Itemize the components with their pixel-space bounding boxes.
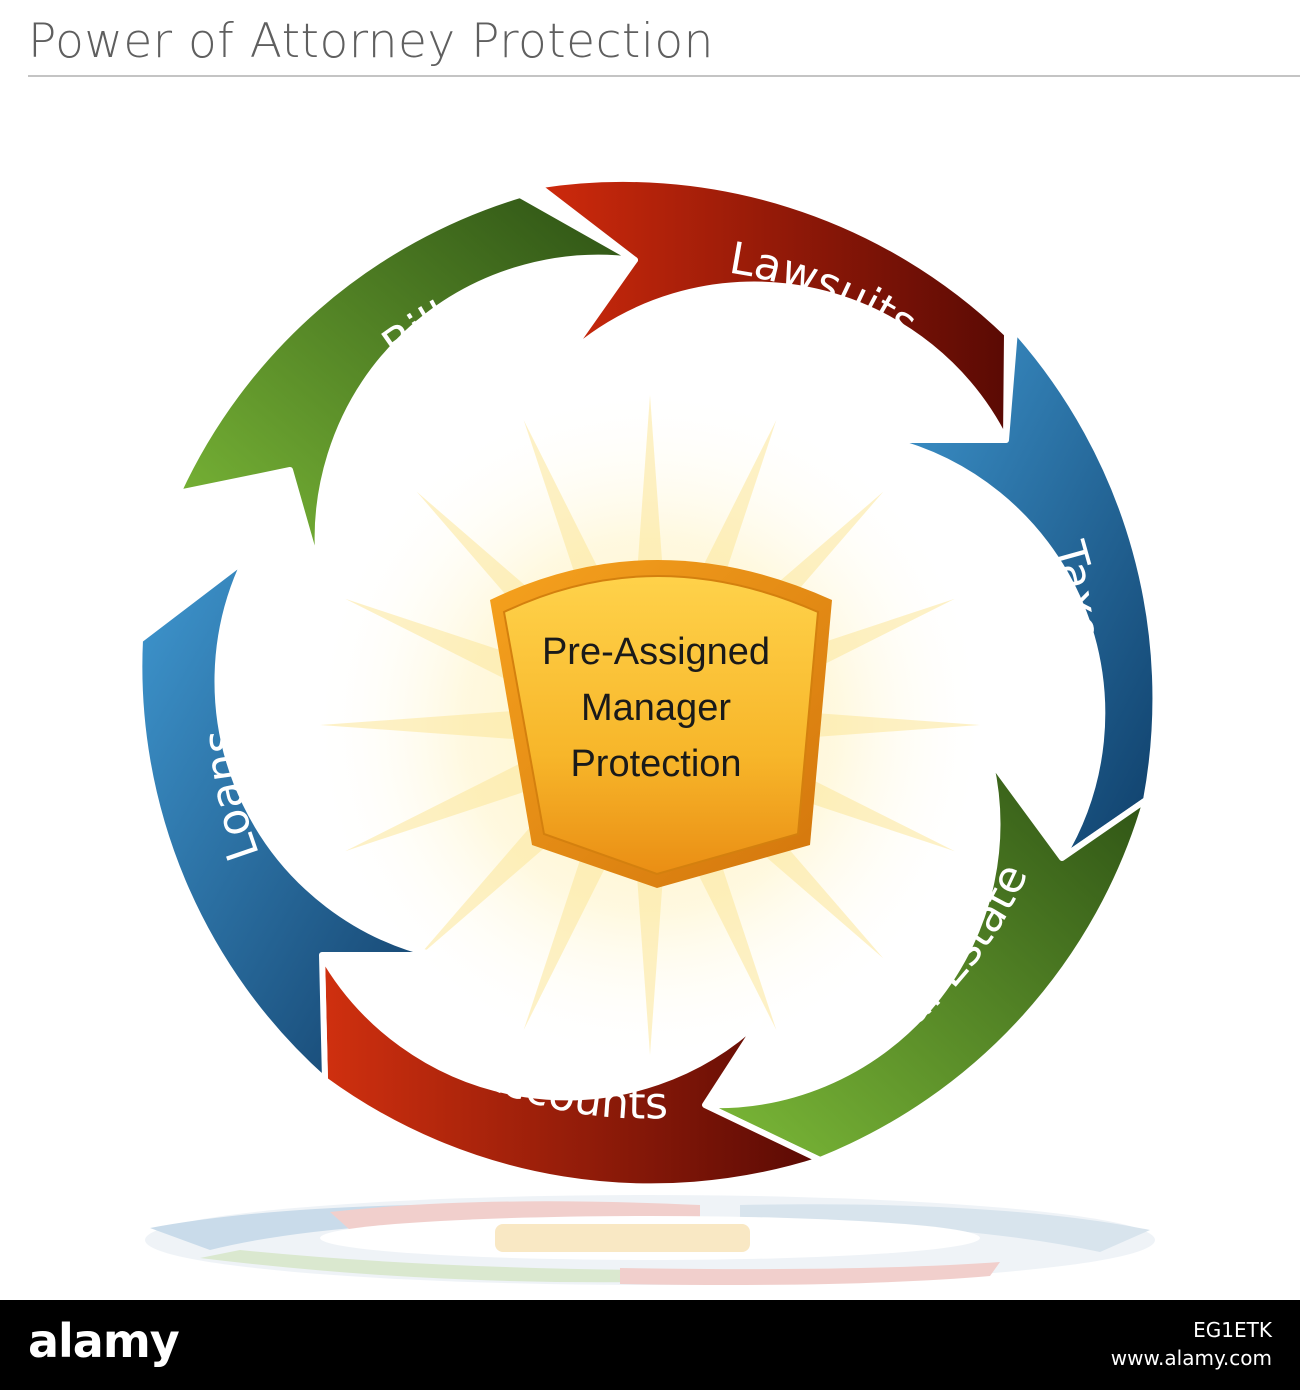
center-label-line1: Pre-Assigned	[542, 631, 770, 673]
footer-url: www.alamy.com	[1111, 1346, 1272, 1370]
center-label-line2: Manager	[581, 687, 731, 729]
cycle-diagram: Lawsuits Taxes Real Estate Bank Accounts…	[0, 0, 1300, 1300]
footer-credit: EG1ETK www.alamy.com	[1111, 1318, 1272, 1370]
center-label-line3: Protection	[570, 743, 741, 785]
reflection	[145, 1195, 1155, 1285]
image-id: EG1ETK	[1111, 1318, 1272, 1342]
footer-bar: alamy EG1ETK www.alamy.com	[0, 1300, 1300, 1390]
alamy-logo: alamy	[28, 1314, 179, 1368]
